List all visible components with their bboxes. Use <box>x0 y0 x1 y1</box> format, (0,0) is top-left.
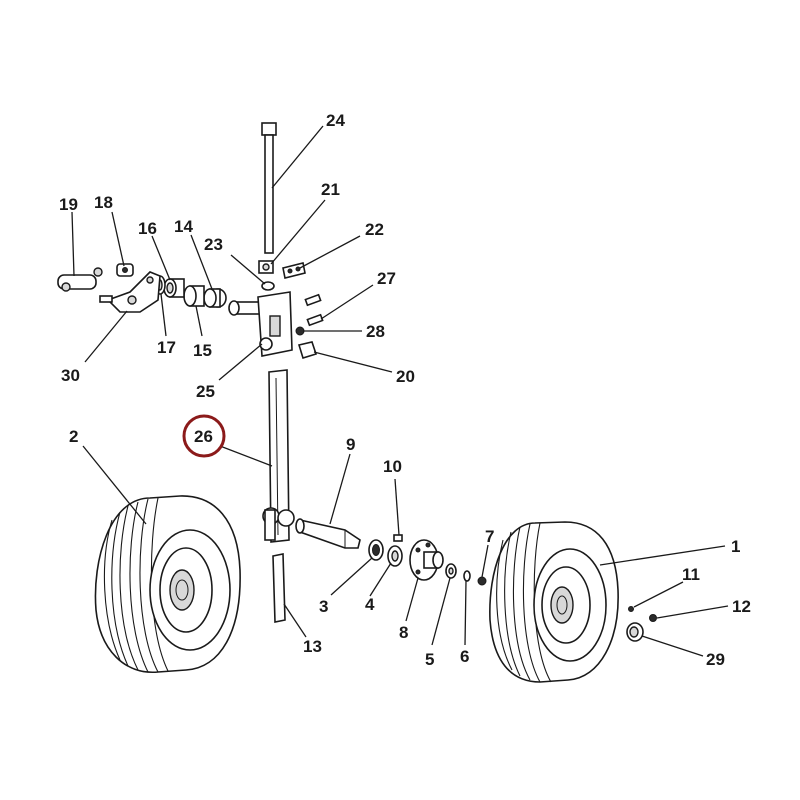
part-5-washer <box>445 563 457 579</box>
label-26: 26 <box>194 427 213 446</box>
label-21: 21 <box>321 180 340 199</box>
part-8-hub <box>409 539 444 581</box>
label-6: 6 <box>460 647 469 666</box>
label-10: 10 <box>383 457 402 476</box>
part-24-bolt <box>261 122 277 254</box>
label-22: 22 <box>365 220 384 239</box>
part-15-bushing <box>183 285 205 307</box>
label-30: 30 <box>61 366 80 385</box>
part-9-spindle <box>295 518 361 549</box>
part-labels: 24 21 22 23 27 28 20 25 14 16 18 19 17 1… <box>59 111 751 669</box>
part-21-fitting <box>258 260 274 274</box>
label-8: 8 <box>399 623 408 642</box>
leader-lines <box>71 125 729 657</box>
part-3-seal <box>368 539 384 561</box>
part-19-linkage <box>57 267 103 292</box>
part-26-vertical-arm <box>262 369 295 543</box>
part-29-cap <box>626 622 644 642</box>
part-27-screws <box>304 293 324 327</box>
label-12: 12 <box>732 597 751 616</box>
label-15: 15 <box>193 341 212 360</box>
part-10-fitting <box>393 534 403 542</box>
label-28: 28 <box>366 322 385 341</box>
label-17: 17 <box>157 338 176 357</box>
part-2-tire-left <box>94 495 241 673</box>
label-13: 13 <box>303 637 322 656</box>
part-25-bracket <box>228 291 293 357</box>
part-28-nut <box>295 326 305 336</box>
label-18: 18 <box>94 193 113 212</box>
part-6-nut <box>463 570 471 582</box>
part-16-bushing <box>163 278 185 298</box>
part-20-block <box>297 341 318 359</box>
label-4: 4 <box>365 595 375 614</box>
part-1-tire-right <box>489 521 619 683</box>
part-18-clevis <box>116 263 134 277</box>
label-2: 2 <box>69 427 78 446</box>
part-12-washer <box>649 614 657 622</box>
part-14-bushing <box>203 288 227 308</box>
part-13-bar <box>272 553 286 623</box>
part-11-pin <box>628 606 634 612</box>
label-3: 3 <box>319 597 328 616</box>
label-23: 23 <box>204 235 223 254</box>
label-1: 1 <box>731 537 740 556</box>
label-24: 24 <box>326 111 345 130</box>
label-29: 29 <box>706 650 725 669</box>
part-30-arm <box>99 271 161 313</box>
part-7-cap <box>477 576 487 586</box>
label-7: 7 <box>485 527 494 546</box>
label-19: 19 <box>59 195 78 214</box>
highlight-circle <box>182 414 226 458</box>
label-27: 27 <box>377 269 396 288</box>
label-20: 20 <box>396 367 415 386</box>
label-14: 14 <box>174 217 193 236</box>
part-4-bearing <box>387 545 403 567</box>
label-5: 5 <box>425 650 434 669</box>
label-9: 9 <box>346 435 355 454</box>
label-16: 16 <box>138 219 157 238</box>
part-22-plate <box>282 262 306 279</box>
label-11: 11 <box>682 565 700 584</box>
label-25: 25 <box>196 382 215 401</box>
